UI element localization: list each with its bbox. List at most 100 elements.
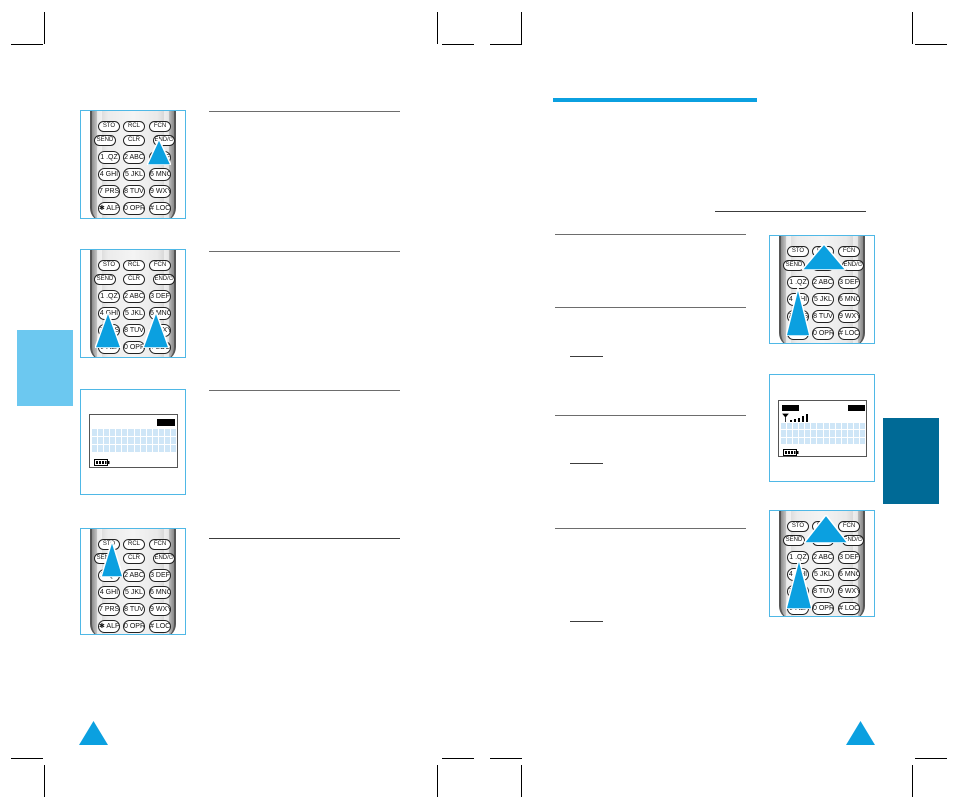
key-row0-0: SEND <box>783 535 805 546</box>
lcd-cell <box>146 429 153 437</box>
blue-triangle-pointer-icon <box>786 559 812 609</box>
keypad-key: 8 TUV <box>812 310 834 323</box>
lcd-cell <box>98 445 105 453</box>
lcd-cell <box>152 437 159 445</box>
key-fcn: FCN <box>149 260 171 271</box>
keypad-key: 2 ABC <box>123 290 145 303</box>
key-sto: STO <box>787 246 809 257</box>
lcd-cell <box>146 445 153 453</box>
keypad-key: 3 DEF <box>149 290 171 303</box>
key-fcn: FCN <box>149 539 171 550</box>
keypad-key: 6 MNO <box>838 568 860 581</box>
crop-mark <box>521 765 522 797</box>
lcd-cell <box>158 445 165 453</box>
section-rule <box>555 307 746 308</box>
keypad-key: 5 JKL <box>123 307 145 320</box>
key-fcn: FCN <box>838 521 860 532</box>
keypad-key: 0 OPR <box>123 341 145 354</box>
key-fcn: FCN <box>149 121 171 132</box>
blue-triangle-pointer-icon <box>143 312 169 348</box>
lcd-cell <box>835 423 842 431</box>
lcd-cell <box>787 423 794 431</box>
section-rule <box>555 528 746 529</box>
lcd-cell <box>793 423 800 431</box>
key-row0-1: CLR <box>123 274 145 285</box>
lcd-cell <box>152 429 159 437</box>
lcd-cell <box>98 437 105 445</box>
lcd-cell <box>847 423 854 431</box>
key-row0-0: SEND <box>94 135 116 146</box>
keypad-key: 2 ABC <box>123 569 145 582</box>
crop-mark <box>437 12 438 44</box>
lcd-cell <box>799 437 806 445</box>
lcd-cell <box>811 437 818 445</box>
keypad-key: 8 TUV <box>123 603 145 616</box>
crop-mark <box>11 44 43 45</box>
lcd-cell <box>146 437 153 445</box>
lcd-cell <box>110 445 117 453</box>
lcd-cell <box>104 437 111 445</box>
lcd-cell <box>811 423 818 431</box>
note-rule <box>570 621 603 622</box>
keypad-key: 2 ABC <box>123 151 145 164</box>
keypad-key: 8 TUV <box>123 324 145 337</box>
keypad-key: # LOCK <box>149 202 171 215</box>
key-fcn: FCN <box>838 246 860 257</box>
lcd-cell <box>134 437 141 445</box>
section-rule <box>209 251 400 252</box>
page-triangle-icon <box>79 721 108 745</box>
key-row0-2: END/⏻ <box>153 553 175 564</box>
crop-mark <box>912 765 913 797</box>
keypad-key: 1 .QZ <box>98 290 120 303</box>
lcd-cell <box>787 437 794 445</box>
key-sto: STO <box>787 521 809 532</box>
keypad-key: ✱ ALPH <box>98 620 120 633</box>
crop-mark <box>915 758 947 759</box>
lcd-cell <box>134 445 141 453</box>
keypad-key: 4 GHI <box>98 168 120 181</box>
keypad-key: 5 JKL <box>812 568 834 581</box>
blue-triangle-pointer-icon <box>95 312 121 348</box>
keypad-key: 3 DEF <box>838 551 860 564</box>
lcd-cell <box>122 445 129 453</box>
lcd-indicator <box>157 419 175 426</box>
keypad-key: 2 ABC <box>812 276 834 289</box>
battery-icon <box>94 459 110 466</box>
lcd-cell <box>799 430 806 438</box>
keypad-key: 5 JKL <box>123 586 145 599</box>
keypad-key: 9 WXY <box>838 310 860 323</box>
chapter-tab-right <box>883 418 939 504</box>
section-rule <box>555 415 746 416</box>
lcd-cell <box>170 429 177 437</box>
blue-triangle-pointer-icon <box>802 244 846 270</box>
lcd-cell <box>170 445 177 453</box>
keypad-key: 8 TUV <box>123 185 145 198</box>
lcd-cell <box>847 430 854 438</box>
lcd-cell <box>787 430 794 438</box>
lcd-cell <box>829 423 836 431</box>
lcd-cell <box>170 437 177 445</box>
lcd-cell <box>853 437 860 445</box>
lcd-cell <box>164 429 171 437</box>
crop-mark <box>521 12 522 44</box>
lcd-cell <box>164 437 171 445</box>
lcd-cell <box>92 437 99 445</box>
keypad-key: # LOCK <box>838 327 860 340</box>
lcd-cell <box>841 437 848 445</box>
lcd-cell <box>805 423 812 431</box>
lcd-cell <box>122 429 129 437</box>
lcd-cell <box>781 423 788 431</box>
keypad-key: 6 MNO <box>838 293 860 306</box>
lcd-cell <box>841 430 848 438</box>
keypad-key: 3 DEF <box>838 276 860 289</box>
crop-mark <box>44 765 45 797</box>
display-illustration <box>80 389 186 495</box>
keypad-key: 9 WXY <box>838 585 860 598</box>
lcd-cell <box>799 423 806 431</box>
lcd-cell <box>835 430 842 438</box>
lcd-cell <box>853 430 860 438</box>
keypad-key: 6 MNO <box>149 168 171 181</box>
